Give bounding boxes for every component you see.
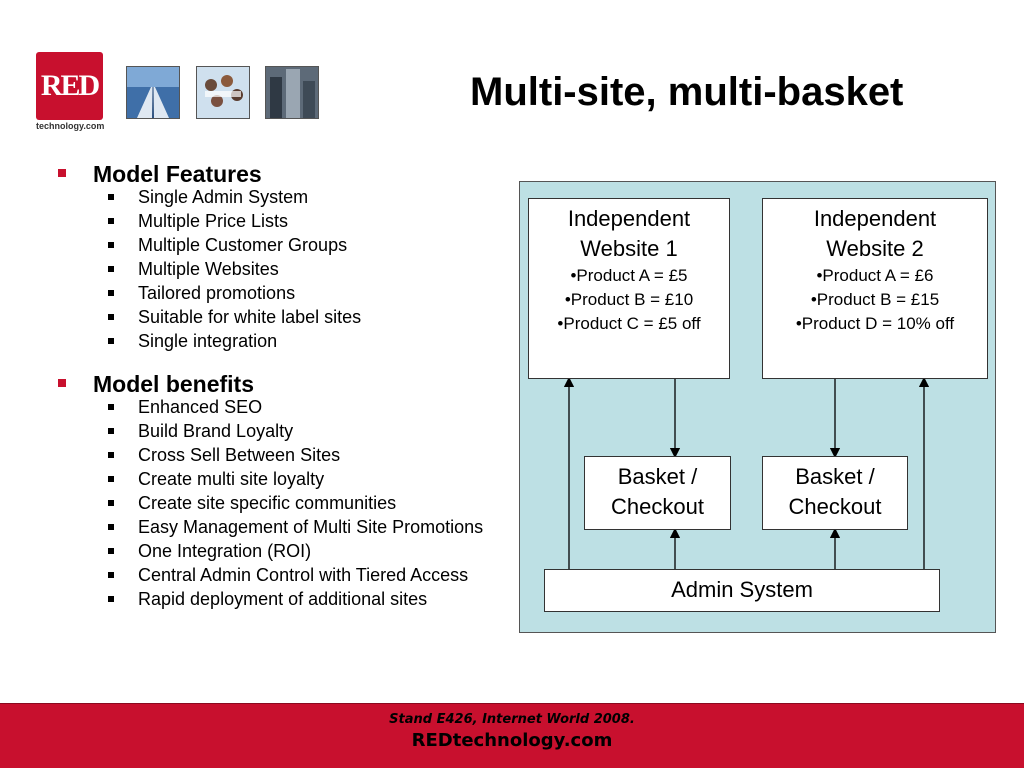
list-item-text: Single Admin System [138, 187, 309, 207]
red-square-bullet-icon [58, 169, 66, 177]
slide-title: Multi-site, multi-basket [470, 70, 904, 114]
footer-bar: Stand E426, Internet World 2008. REDtech… [0, 703, 1024, 768]
list-item: One Integration (ROI) [56, 542, 486, 560]
square-bullet-icon [108, 524, 114, 530]
basket1-line1: Basket / [617, 464, 698, 489]
website2-title-line1: Independent [813, 206, 937, 231]
list-item-text: Rapid deployment of additional sites [138, 589, 428, 609]
square-bullet-icon [108, 428, 114, 434]
basket2-box: Basket / Checkout [762, 456, 908, 530]
website2-title-line2: Website 2 [826, 236, 924, 261]
road-thumbnail-image [126, 66, 180, 119]
square-bullet-icon [108, 194, 114, 200]
city-thumbnail-image [265, 66, 319, 119]
list-item-text: Multiple Websites [138, 259, 279, 279]
list-item: Single integration [56, 332, 486, 350]
square-bullet-icon [108, 404, 114, 410]
square-bullet-icon [108, 314, 114, 320]
square-bullet-icon [108, 452, 114, 458]
website1-title-line2: Website 1 [580, 236, 678, 261]
list-item: Single Admin System [56, 188, 486, 206]
list-item: Create multi site loyalty [56, 470, 486, 488]
admin-system-box: Admin System [544, 569, 940, 612]
website1-product: •Product A = £5 [570, 266, 688, 285]
list-item: Suitable for white label sites [56, 308, 486, 326]
basket2-line1: Basket / [795, 464, 875, 489]
list-item: Multiple Websites [56, 260, 486, 278]
website2-product: •Product D = 10% off [795, 314, 955, 333]
list-item: Create site specific communities [56, 494, 486, 512]
website2-title: Independent Website 2 [763, 204, 987, 264]
list-item: Cross Sell Between Sites [56, 446, 486, 464]
list-item: Easy Management of Multi Site Promotions [56, 518, 486, 536]
list-item: Rapid deployment of additional sites [56, 590, 486, 608]
list-item-text: Single integration [138, 331, 278, 351]
footer-website-text: REDtechnology.com [411, 730, 613, 751]
list-item: Multiple Customer Groups [56, 236, 486, 254]
architecture-diagram: Independent Website 1 •Product A = £5 •P… [519, 181, 996, 633]
website2-product: •Product A = £6 [816, 266, 934, 285]
basket1-label: Basket / Checkout [585, 457, 730, 522]
square-bullet-icon [108, 572, 114, 578]
list-item-text: Cross Sell Between Sites [138, 445, 341, 465]
list-item-text: Easy Management of Multi Site Promotions [138, 517, 484, 537]
features-list: Model Features Single Admin System Multi… [56, 160, 486, 628]
square-bullet-icon [108, 242, 114, 248]
list-item: Build Brand Loyalty [56, 422, 486, 440]
list-item: Central Admin Control with Tiered Access [56, 566, 486, 584]
basket2-line2: Checkout [788, 494, 882, 519]
sub-list: Enhanced SEO Build Brand Loyalty Cross S… [56, 398, 486, 608]
logo-subtext: technology.com [36, 121, 105, 131]
footer-stand-text: Stand E426, Internet World 2008. [389, 712, 635, 727]
team-thumbnail-image [196, 66, 250, 119]
list-item: Enhanced SEO [56, 398, 486, 416]
model-benefits-section: Model benefits Enhanced SEO Build Brand … [56, 370, 486, 608]
diagram-arrows [563, 376, 930, 569]
model-features-section: Model Features Single Admin System Multi… [56, 160, 486, 350]
admin-system-label: Admin System [671, 577, 813, 602]
website1-product: •Product C = £5 off [557, 314, 701, 333]
square-bullet-icon [108, 266, 114, 272]
section-title: Model Features [93, 161, 262, 187]
list-item-text: Central Admin Control with Tiered Access [138, 565, 469, 585]
list-item-text: Build Brand Loyalty [138, 421, 294, 441]
sub-list: Single Admin System Multiple Price Lists… [56, 188, 486, 350]
red-square-bullet-icon [58, 379, 66, 387]
list-item-text: Create multi site loyalty [138, 469, 325, 489]
website1-box: Independent Website 1 •Product A = £5 •P… [528, 198, 730, 379]
square-bullet-icon [108, 338, 114, 344]
basket1-line2: Checkout [611, 494, 704, 519]
red-logo: RED [36, 52, 103, 120]
square-bullet-icon [108, 596, 114, 602]
square-bullet-icon [108, 218, 114, 224]
section-title: Model benefits [93, 371, 255, 397]
list-item-text: Enhanced SEO [138, 397, 263, 417]
square-bullet-icon [108, 476, 114, 482]
website1-title-line1: Independent [567, 206, 691, 231]
list-item-text: Suitable for white label sites [138, 307, 362, 327]
square-bullet-icon [108, 290, 114, 296]
list-item: Multiple Price Lists [56, 212, 486, 230]
list-item-text: Tailored promotions [138, 283, 296, 303]
list-item-text: One Integration (ROI) [138, 541, 312, 561]
website2-box: Independent Website 2 •Product A = £6 •P… [762, 198, 988, 379]
list-item-text: Multiple Price Lists [138, 211, 289, 231]
website1-product: •Product B = £10 [564, 290, 694, 309]
basket2-label: Basket / Checkout [763, 457, 907, 522]
basket1-box: Basket / Checkout [584, 456, 731, 530]
list-item-text: Create site specific communities [138, 493, 397, 513]
list-item-text: Multiple Customer Groups [138, 235, 348, 255]
square-bullet-icon [108, 548, 114, 554]
logo-text: RED [40, 69, 100, 102]
section-heading: Model Features [56, 160, 486, 188]
list-item: Tailored promotions [56, 284, 486, 302]
website1-title: Independent Website 1 [529, 204, 729, 264]
website2-product: •Product B = £15 [810, 290, 940, 309]
section-heading: Model benefits [56, 370, 486, 398]
square-bullet-icon [108, 500, 114, 506]
